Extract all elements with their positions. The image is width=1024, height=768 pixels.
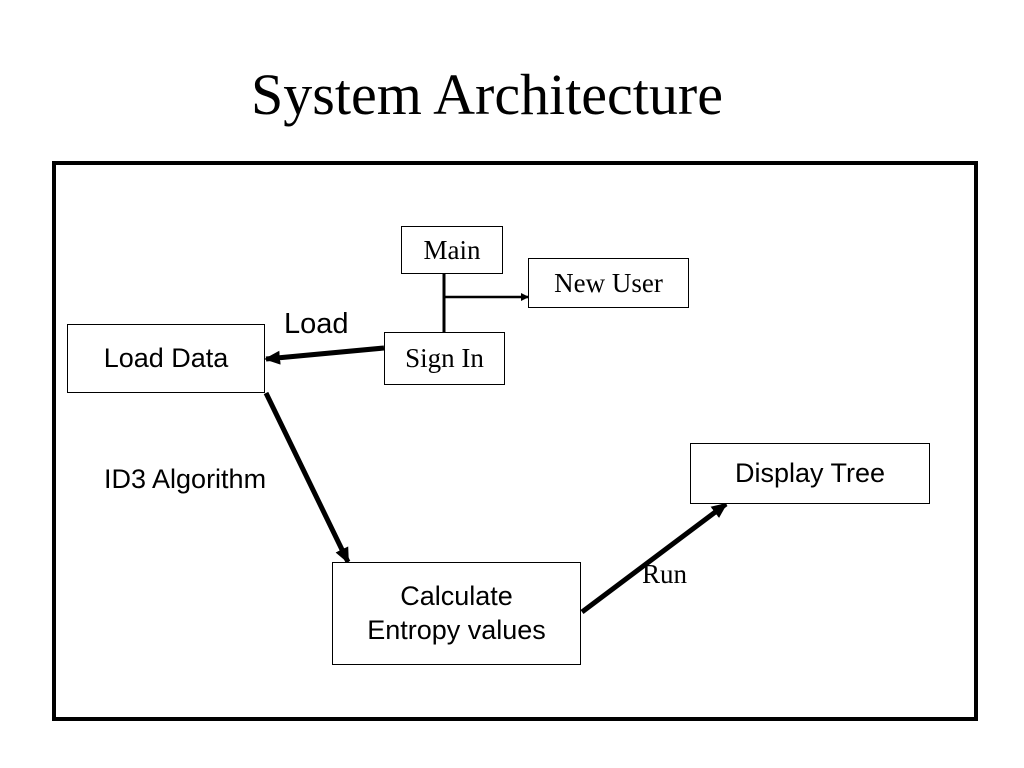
node-calculate-line1: Calculate <box>400 580 513 611</box>
node-load-data: Load Data <box>67 324 265 393</box>
node-calculate-line2: Entropy values <box>367 614 546 645</box>
node-display-tree: Display Tree <box>690 443 930 504</box>
node-sign-in: Sign In <box>384 332 505 385</box>
edge-label-run: Run <box>642 559 688 589</box>
arrow-load <box>264 345 385 365</box>
slide-title: System Architecture <box>251 62 723 127</box>
node-main: Main <box>401 226 503 274</box>
node-new-user: New User <box>528 258 689 308</box>
arrow-id3 <box>263 391 351 564</box>
diagram-frame <box>52 161 978 721</box>
edge-label-load: Load <box>284 308 349 340</box>
edge-label-id3: ID3 Algorithm <box>104 464 267 494</box>
node-calculate-entropy: Calculate Entropy values <box>332 562 581 665</box>
arrow-run <box>580 502 728 614</box>
